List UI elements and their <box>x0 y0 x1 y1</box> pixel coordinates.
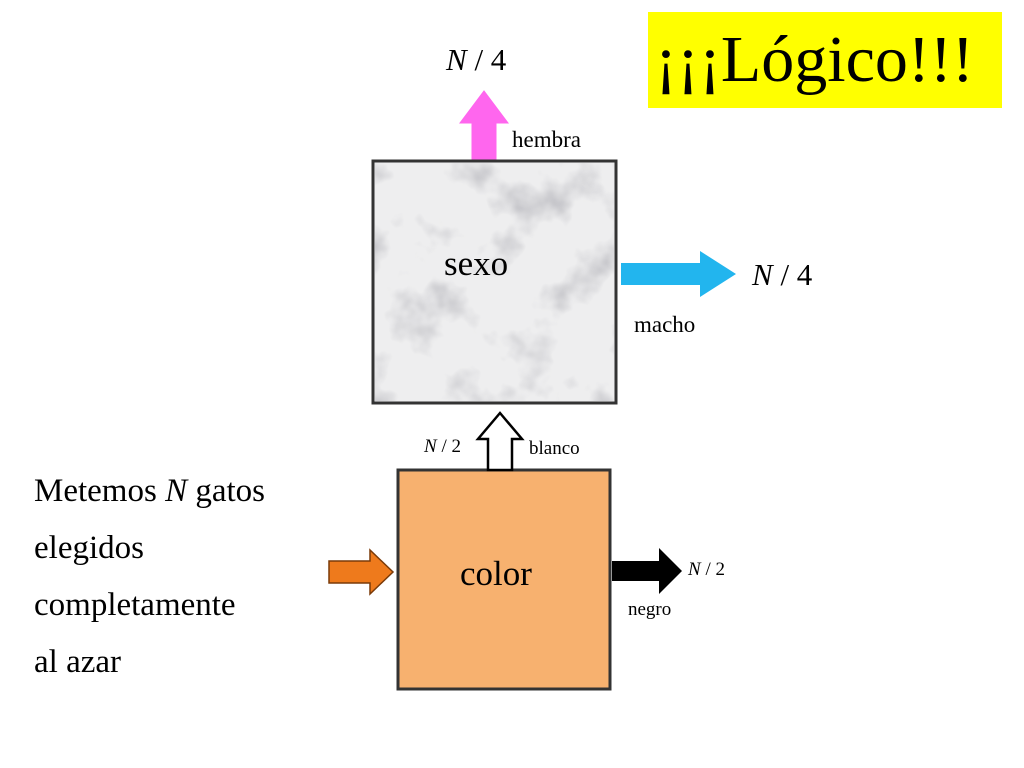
blanco-label: blanco <box>529 438 580 459</box>
title: ¡¡¡Lógico!!! <box>655 23 974 96</box>
title-banner <box>648 12 1002 108</box>
left-text-line-2: elegidos <box>34 530 144 566</box>
negro-fraction: N / 2 <box>688 559 725 580</box>
input-arrow <box>328 548 395 596</box>
sexo-label: sexo <box>444 244 509 283</box>
negro-label: negro <box>628 599 672 620</box>
color-box <box>396 468 612 691</box>
hembra-label: hembra <box>512 127 581 152</box>
macho-label: macho <box>634 312 696 337</box>
blanco-arrow <box>475 411 525 472</box>
blanco-fraction: N / 2 <box>424 436 461 457</box>
color-label: color <box>460 554 532 593</box>
macho-fraction: N / 4 <box>752 257 813 292</box>
left-text-line-4: al azar <box>34 644 121 680</box>
macho-arrow <box>621 251 736 297</box>
negro-arrow <box>612 548 682 594</box>
hembra-arrow <box>459 90 509 160</box>
left-text-line-3: completamente <box>34 587 236 623</box>
left-text-line-1: Metemos N gatos <box>34 473 266 509</box>
hembra-fraction: N / 4 <box>446 42 507 77</box>
